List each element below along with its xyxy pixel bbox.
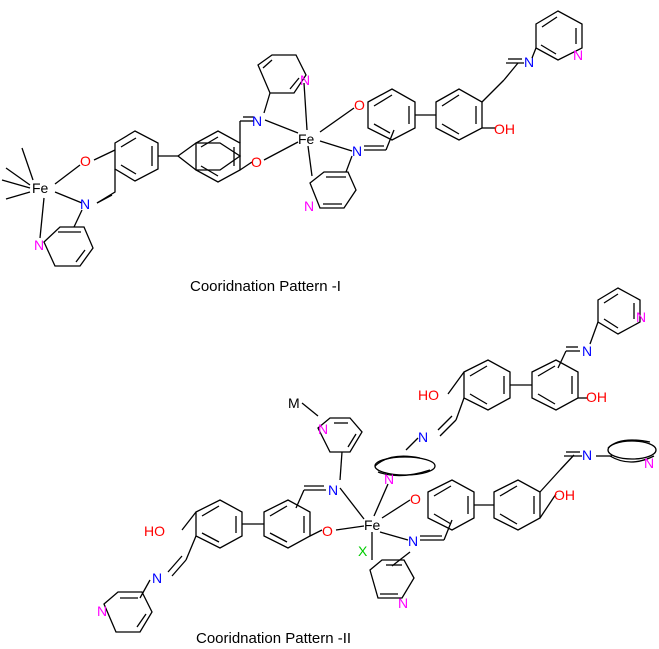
halide-x: X <box>358 543 368 559</box>
pyridine-n-2: N <box>300 72 310 88</box>
pyridine-n-4: N <box>573 47 583 63</box>
imine-n-2: N <box>252 113 262 129</box>
oxygen-atom-5: O <box>410 491 421 507</box>
oxygen-atom-3: O <box>354 97 365 113</box>
pyridine-n-10: N <box>644 455 654 471</box>
pyridine-n-9: N <box>398 595 408 611</box>
pattern-one-structure: Fe O N N O N Fe <box>1 10 583 267</box>
pyridine-n-7: N <box>318 421 328 437</box>
imine-n-3: N <box>352 143 362 159</box>
oxygen-atom-2: O <box>251 154 262 170</box>
imine-n-6: N <box>418 429 428 445</box>
hydroxyl-left-2: HO <box>144 523 165 539</box>
pyridine-n-3: N <box>304 198 314 214</box>
pattern-two-structure: N N OH HO N N M N <box>97 287 657 633</box>
oxygen-atom-4: O <box>322 523 333 539</box>
imine-n-10: N <box>582 447 592 463</box>
imine-n-7: N <box>328 482 338 498</box>
pyridine-n-8: N <box>97 603 107 619</box>
pyridine-n-6: N <box>384 471 394 487</box>
caption-pattern-one: Cooridnation Pattern -I <box>190 278 341 295</box>
imine-n-1: N <box>80 196 90 212</box>
hydroxyl-1: OH <box>494 121 515 137</box>
iron-atom-1: Fe <box>32 180 49 196</box>
hydroxyl-left-1: HO <box>418 387 439 403</box>
iron-atom-2: Fe <box>298 131 315 147</box>
caption-pattern-two: Cooridnation Pattern -II <box>196 630 352 647</box>
imine-n-4: N <box>524 54 534 70</box>
pyridine-n-5: N <box>636 309 646 325</box>
hydroxyl-2: OH <box>586 389 607 405</box>
imine-n-8: N <box>152 570 162 586</box>
oxygen-atom-1: O <box>80 153 91 169</box>
imine-n-9: N <box>408 533 418 549</box>
imine-n-5: N <box>582 343 592 359</box>
pyridine-n-1: N <box>34 237 44 253</box>
metal-atom: M <box>288 395 300 411</box>
hydroxyl-3: OH <box>554 487 575 503</box>
iron-atom-3: Fe <box>364 517 381 533</box>
